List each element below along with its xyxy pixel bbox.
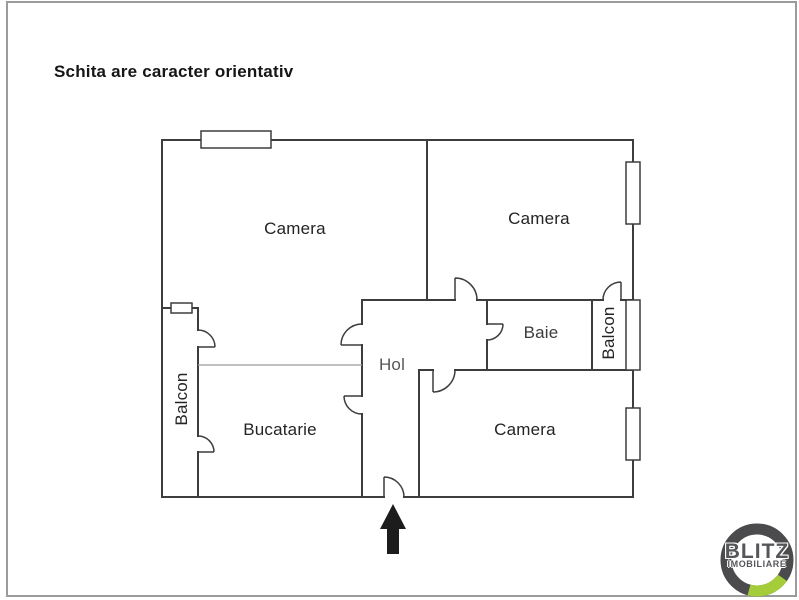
interior-walls bbox=[161, 139, 634, 498]
agency-logo: BLITZ IMOBILIARE bbox=[716, 519, 798, 599]
door-entrance bbox=[383, 476, 405, 498]
room-label-bucatarie: Bucatarie bbox=[243, 420, 317, 439]
room-label-balcon-right: Balcon bbox=[599, 306, 618, 360]
logo-ring-graphic bbox=[720, 523, 794, 597]
room-label-camera-top-right: Camera bbox=[508, 209, 570, 228]
room-label-camera-bottom: Camera bbox=[494, 420, 556, 439]
entrance-arrow-icon bbox=[380, 504, 406, 554]
door-balcon-left-bottom bbox=[197, 435, 215, 453]
doors bbox=[197, 277, 622, 498]
logo-sub-text: IMOBILIARE bbox=[727, 559, 787, 569]
logo-brand-text: BLITZ bbox=[724, 540, 790, 563]
door-balcon-right bbox=[602, 281, 622, 301]
window-top-wall bbox=[200, 130, 272, 149]
room-label-hol: Hol bbox=[378, 355, 406, 374]
room-label-camera-top-left: Camera bbox=[264, 219, 326, 238]
outer-walls bbox=[161, 139, 634, 498]
logo-green-arc bbox=[747, 574, 787, 597]
door-camera-bottom bbox=[432, 369, 456, 393]
room-label-baie: Baie bbox=[523, 323, 559, 342]
door-baie bbox=[486, 323, 504, 341]
window-left-balcony bbox=[170, 302, 193, 314]
window-right-top bbox=[625, 161, 641, 225]
door-camera-top-left bbox=[340, 323, 363, 346]
window-right-balcony bbox=[625, 299, 641, 371]
disclaimer-text: Schita are caracter orientativ bbox=[54, 62, 294, 81]
door-balcon-left-top bbox=[197, 329, 216, 348]
door-camera-top-right bbox=[454, 277, 478, 301]
door-bucatarie bbox=[343, 395, 363, 415]
windows bbox=[170, 130, 641, 461]
room-label-balcon-left: Balcon bbox=[172, 372, 191, 426]
window-right-bottom bbox=[625, 407, 641, 461]
